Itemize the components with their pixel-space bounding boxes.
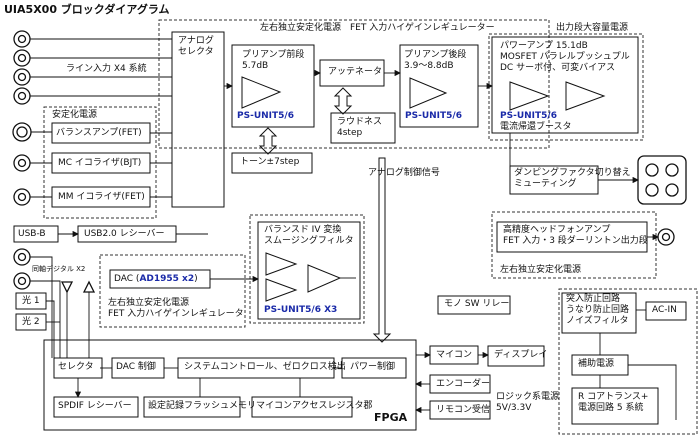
dac-suffix: ) [194, 274, 198, 284]
attenuator-label: アッテネータ [328, 67, 383, 77]
ps-unit-x3-label: PS-UNIT5/6 X3 [264, 305, 338, 315]
iv-conversion-label: バランスド IV 変換 スムージングフィルタ [264, 225, 354, 246]
psu-dac-label: 左右独立安定化電源 FET 入力ハイゲインレギュレータ [108, 298, 244, 319]
analog-selector-box [171, 31, 225, 208]
dac-label: DAC (AD1955 x2) [114, 274, 198, 285]
logic-psu-region [558, 288, 698, 435]
mono-relay-label: モノ SW リレー [444, 299, 510, 309]
psu-out-label: 出力段大容量電源 [556, 23, 629, 33]
analog-ctrl-label: アナログ制御信号 [368, 168, 440, 178]
psu-top-label: 左右独立安定化電源 FET 入力ハイゲインレギュレーター [260, 23, 495, 33]
balanced-amp-label: バランスアンプ(FET) [56, 128, 142, 138]
mcu-register-label: マイコンアクセスレジスタ郡 [256, 401, 373, 411]
dac-chip: AD1955 x2 [139, 274, 195, 284]
psu-top-region [158, 19, 550, 149]
r-core-label: R コアトランス+ 電源回路 5 系統 [578, 392, 649, 413]
loudness-label: ラウドネス 4step [337, 117, 383, 138]
sys-ctrl-label: システムコントロール、ゼロクロス検出 [184, 362, 346, 372]
ps-unit-label: PS-UNIT5/6 [237, 111, 294, 121]
logic-psu-label: ロジック系電源 5V/3.3V [496, 392, 560, 413]
display-label: ディスプレイ [494, 350, 548, 360]
diagram-title: UIA5X00 ブロックダイアグラム [4, 3, 170, 16]
psu-dac-region [99, 254, 246, 328]
mm-eq-label: MM イコライザ(FET) [58, 192, 145, 202]
psu-left-label: 安定化電源 [52, 110, 98, 120]
ps-unit-label: PS-UNIT5/6 [405, 111, 462, 121]
ps-unit-label: PS-UNIT5/6 [500, 111, 557, 121]
pre-rear-label: プリアンプ後段 3.9～8.8dB [404, 50, 467, 71]
mcu-label: マイコン [436, 350, 473, 360]
flash-label: 設定記録フラッシュメモリ [148, 401, 257, 411]
spdif-label: SPDIF レシーバー [58, 401, 132, 411]
remote-label: リモコン受信 [436, 405, 491, 415]
dac-prefix: DAC ( [114, 274, 140, 284]
optical-2-label: 光 2 [22, 317, 40, 327]
selector-label: セレクタ [58, 362, 94, 372]
fpga-label: FPGA [374, 411, 408, 424]
optical-1-label: 光 1 [22, 296, 40, 306]
ac-in-label: AC-IN [652, 305, 677, 315]
coax-label: 同軸デジタル X2 [32, 265, 86, 273]
psu-left-region [43, 106, 157, 219]
usb-receiver-label: USB2.0 レシーバー [84, 229, 165, 239]
dac-ctrl-label: DAC 制御 [116, 362, 156, 372]
power-amp-label: パワーアンプ 15.1dB MOSFET パラレルプッシュプル DC サーボ付、… [500, 41, 630, 73]
inrush-label: 突入防止回路 うなり防止回路 ノイズフィルタ [566, 294, 630, 326]
aux-psu-label: 補助電源 [578, 359, 615, 369]
booster-label: 電流帰還ブースタ [500, 122, 572, 132]
psu-hp-label: 左右独立安定化電源 [500, 265, 582, 275]
usb-b-label: USB-B [18, 229, 46, 239]
tone-label: トーン±7step [240, 157, 300, 167]
encoder-label: エンコーダー [436, 379, 491, 389]
analog-selector-label: アナログ セレクタ [178, 36, 214, 57]
hp-amp-label: 高精度ヘッドフォンアンプ FET 入力・3 段ダーリントン出力段 [503, 225, 648, 246]
pre-front-label: プリアンプ前段 5.7dB [242, 50, 305, 71]
mc-eq-label: MC イコライザ(BJT) [58, 158, 142, 168]
power-ctrl-label: パワー制御 [350, 362, 396, 372]
line-in-label: ライン入力 X4 系統 [66, 64, 147, 74]
damping-label: ダンピングファクタ切り替え ミューティング [514, 168, 631, 189]
psu-hp-region [491, 211, 657, 279]
